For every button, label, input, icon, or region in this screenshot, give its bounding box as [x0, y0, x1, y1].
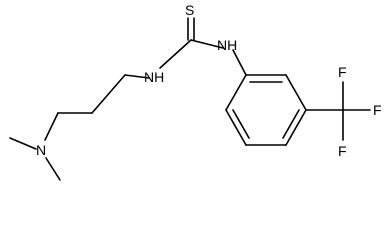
- atom-fluorine-top-label: F: [338, 64, 347, 80]
- bond-n-methyl-down: [45, 157, 61, 181]
- molecule-structure: S NH NH N F F F: [9, 2, 382, 181]
- ring-double-2: [282, 109, 300, 139]
- ring-double-3: [232, 109, 250, 139]
- atom-fluorine-right-label: F: [373, 102, 382, 118]
- ring-bond-5: [225, 109, 247, 146]
- structure-diagram: S NH NH N F F F: [9, 2, 382, 181]
- atom-nh-left-label: NH: [144, 69, 164, 85]
- bond-ch2-ch2-a: [91, 74, 126, 114]
- atom-fluorine-bottom-label: F: [338, 143, 347, 159]
- bond-c-nh-left: [159, 39, 192, 69]
- bond-nh-ch2-a: [124, 74, 150, 79]
- bond-ch2-n: [44, 112, 59, 141]
- bond-n-methyl-left: [9, 137, 37, 150]
- atom-nitrogen-label: N: [36, 142, 46, 158]
- atom-sulfur-label: S: [185, 2, 194, 18]
- bond-nh-ring: [232, 49, 247, 76]
- bond-c-nh-right: [190, 39, 224, 49]
- ring-bond-2: [285, 74, 307, 111]
- atom-nh-right-label: NH: [217, 37, 237, 53]
- ring-bond-6: [225, 74, 247, 111]
- ring-bond-3: [285, 109, 307, 146]
